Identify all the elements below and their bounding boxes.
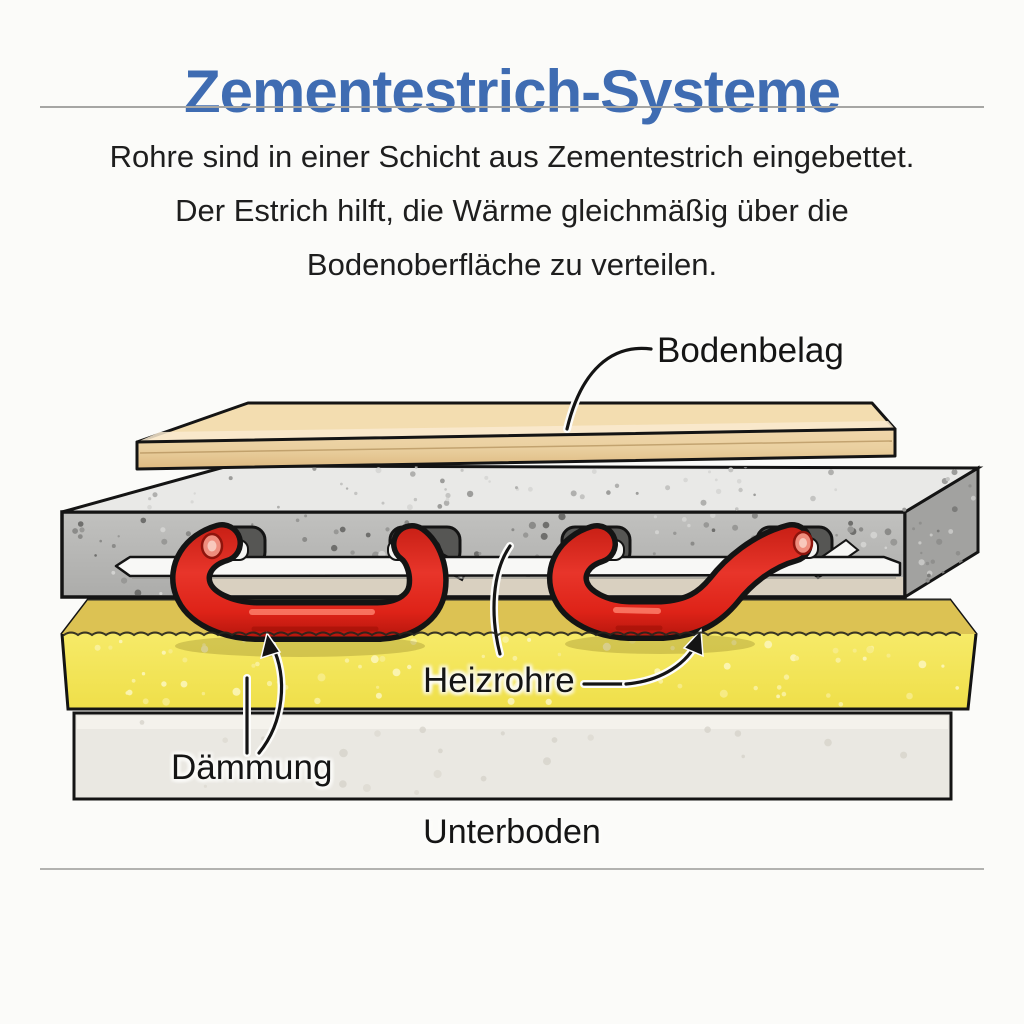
- leader-lines: [63, 344, 961, 757]
- label-insulation: Dämmung: [171, 748, 333, 787]
- description-line: Der Estrich hilft, die Wärme gleichmäßig…: [175, 193, 849, 228]
- page-title: Zementestrich-Systeme: [184, 58, 841, 126]
- label-heating-pipes: Heizrohre: [423, 661, 575, 700]
- heating-pipe-left-loop: [170, 522, 449, 642]
- description-text: Rohre sind in einer Schicht aus Zementes…: [40, 130, 984, 292]
- subfloor-layer: [72, 711, 953, 801]
- top-divider: [40, 106, 984, 108]
- bottom-divider: [40, 868, 984, 870]
- heating-pipe-right-loop: [546, 522, 813, 641]
- label-subfloor: Unterboden: [423, 813, 601, 851]
- arrowhead: [682, 628, 704, 658]
- arrowhead: [259, 631, 282, 660]
- pipe-cross-sections: [200, 530, 814, 560]
- description-line: Bodenoberfläche zu verteilen.: [306, 247, 718, 282]
- description-line: Rohre sind in einer Schicht aus Zementes…: [109, 139, 915, 174]
- floor-covering-layer: [135, 401, 897, 471]
- label-floor-covering: Bodenbelag: [657, 331, 844, 370]
